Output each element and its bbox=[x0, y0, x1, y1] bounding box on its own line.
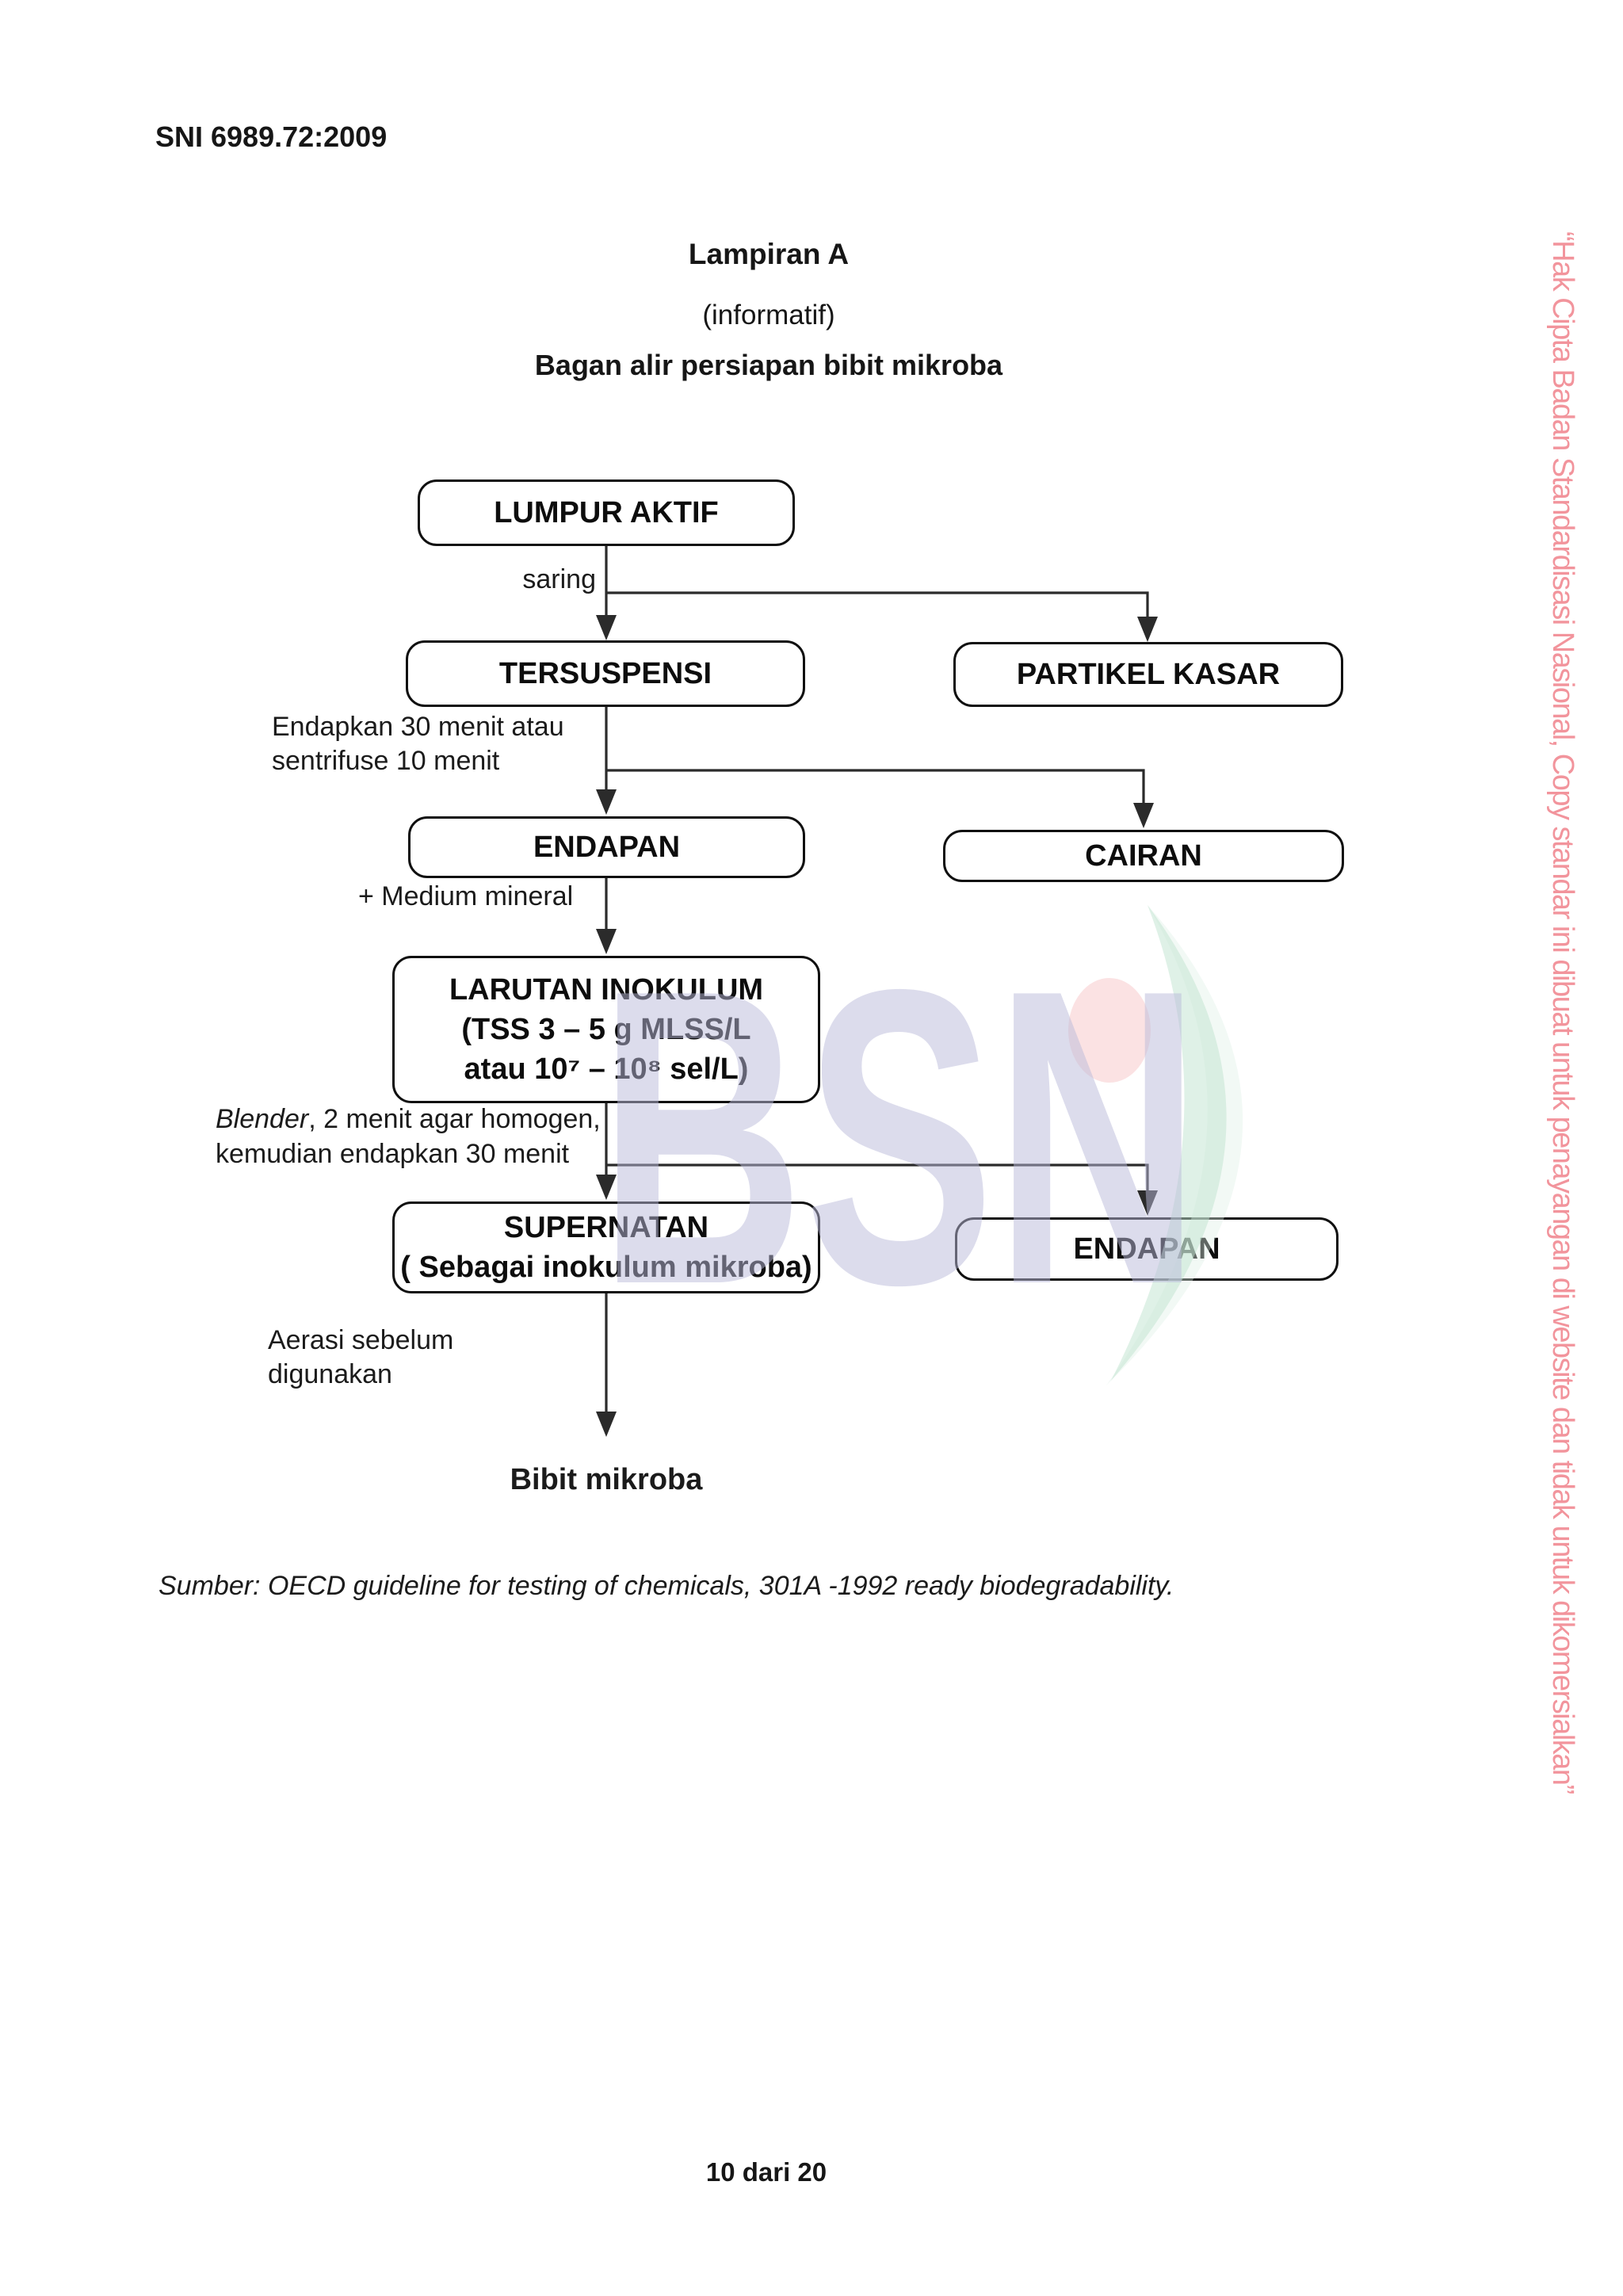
label-rest: , 2 menit agar homogen, bbox=[308, 1104, 601, 1134]
node-label-line1: SUPERNATAN bbox=[503, 1211, 709, 1244]
label-line1: Blender, 2 menit agar homogen, bbox=[216, 1102, 601, 1137]
label-italic-word: Blender bbox=[216, 1104, 309, 1134]
node-label: PARTIKEL KASAR bbox=[1016, 658, 1281, 691]
arrowhead-tersuspensi bbox=[596, 615, 617, 640]
node-label-line3: atau 10⁷ – 10⁸ sel/L) bbox=[464, 1052, 749, 1086]
node-bibit-mikroba: Bibit mikroba bbox=[510, 1463, 703, 1496]
page-number: 10 dari 20 bbox=[705, 2157, 827, 2187]
arrowhead-bibit bbox=[596, 1412, 617, 1437]
node-label: ENDAPAN bbox=[1073, 1232, 1220, 1266]
node-label: LUMPUR AKTIF bbox=[494, 496, 719, 529]
node-endapan-2: ENDAPAN bbox=[955, 1217, 1338, 1281]
label-line2: sentrifuse 10 menit bbox=[272, 746, 500, 776]
label-line2: kemudian endapkan 30 menit bbox=[216, 1139, 570, 1169]
node-partikel-kasar: PARTIKEL KASAR bbox=[953, 642, 1343, 707]
appendix-title: Lampiran A bbox=[688, 238, 850, 270]
label-aerasi: Aerasi sebelum digunakan bbox=[268, 1324, 453, 1392]
node-endapan-1: ENDAPAN bbox=[408, 816, 805, 878]
flowchart-title: Bagan alir persiapan bibit mikroba bbox=[534, 349, 1003, 381]
node-label-line1: LARUTAN INOKULUM bbox=[449, 973, 764, 1007]
node-supernatan: SUPERNATAN ( Sebagai inokulum mikroba) bbox=[392, 1201, 820, 1293]
node-larutan-inokulum: LARUTAN INOKULUM (TSS 3 – 5 g MLSS/L ata… bbox=[392, 956, 820, 1103]
label-medium-mineral: + Medium mineral bbox=[358, 881, 574, 911]
label-endapkan: Endapkan 30 menit atau sentrifuse 10 men… bbox=[272, 710, 564, 778]
node-lumpur-aktif: LUMPUR AKTIF bbox=[418, 479, 795, 546]
node-label-line2: ( Sebagai inokulum mikroba) bbox=[400, 1251, 812, 1284]
arrowhead-endapan1 bbox=[596, 789, 617, 815]
label-saring: saring bbox=[522, 564, 596, 594]
label-blender: Blender, 2 menit agar homogen, kemudian … bbox=[216, 1102, 601, 1171]
connector-saring-partikel bbox=[606, 591, 1149, 618]
node-label-line2: (TSS 3 – 5 g MLSS/L bbox=[461, 1013, 751, 1046]
node-label: TERSUSPENSI bbox=[498, 657, 712, 690]
node-cairan: CAIRAN bbox=[943, 830, 1344, 882]
source-note: Sumber: OECD guideline for testing of ch… bbox=[158, 1571, 1174, 1601]
node-tersuspensi: TERSUSPENSI bbox=[406, 640, 805, 707]
standard-code: SNI 6989.72:2009 bbox=[155, 120, 388, 153]
node-label: ENDAPAN bbox=[533, 831, 681, 864]
arrowhead-supernatan bbox=[596, 1175, 617, 1200]
informative-subtitle: (informatif) bbox=[702, 300, 835, 330]
arrowhead-partikel bbox=[1137, 617, 1158, 642]
label-line1: Endapkan 30 menit atau bbox=[272, 712, 564, 742]
arrowhead-cairan bbox=[1133, 803, 1154, 828]
arrowhead-endapan2 bbox=[1137, 1190, 1158, 1216]
label-line2: digunakan bbox=[268, 1359, 392, 1389]
copyright-watermark: “Hak Cipta Badan Standardisasi Nasional,… bbox=[1546, 231, 1579, 1794]
connector-branch-cairan bbox=[606, 769, 1145, 804]
arrowhead-larutan bbox=[596, 929, 617, 954]
node-label: CAIRAN bbox=[1085, 839, 1202, 873]
label-line1: Aerasi sebelum bbox=[268, 1325, 454, 1355]
connector-branch-endapan2 bbox=[606, 1163, 1149, 1192]
